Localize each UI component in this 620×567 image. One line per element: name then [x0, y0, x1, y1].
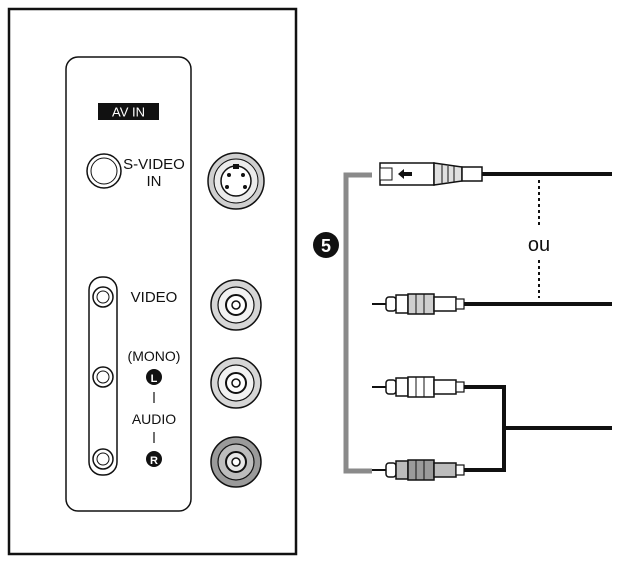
- av-in-badge: [98, 103, 159, 120]
- audio-left-socket-inner: [96, 370, 110, 384]
- svideo-socket-inner: [90, 157, 118, 185]
- svideo-label-line1: S-VIDEO: [123, 156, 185, 173]
- svideo-label-line2: IN: [147, 173, 162, 190]
- audio-right-rca-jack-icon: [210, 436, 262, 488]
- svideo-plug-icon: [379, 162, 483, 186]
- audio-cable-right: [464, 428, 506, 472]
- audio-cable-left: [464, 385, 506, 428]
- left-badge-letter: L: [151, 373, 158, 385]
- step-number-badge: [313, 232, 339, 258]
- cable-group-bracket: [343, 172, 372, 474]
- av-panel: [65, 56, 192, 512]
- av-in-label: AV IN: [112, 105, 145, 120]
- left-badge-circle: [146, 369, 162, 385]
- video-rca-jack-icon: [210, 279, 262, 331]
- audio-left-rca-jack-icon: [210, 357, 262, 409]
- right-badge-letter: R: [150, 455, 158, 467]
- step-number-text: 5: [321, 236, 331, 256]
- video-rca-plug-icon: [372, 293, 465, 315]
- video-label: VIDEO: [131, 289, 178, 306]
- audio-right-socket-inner: [96, 452, 110, 466]
- or-label: ou: [528, 234, 550, 256]
- svideo-jack-icon: [207, 152, 265, 210]
- mono-label: (MONO): [128, 348, 181, 364]
- audio-right-rca-plug-icon: [372, 459, 465, 481]
- audio-label: AUDIO: [132, 411, 176, 427]
- audio-left-rca-plug-icon: [372, 376, 465, 398]
- right-badge-circle: [146, 451, 162, 467]
- video-socket-inner: [96, 290, 110, 304]
